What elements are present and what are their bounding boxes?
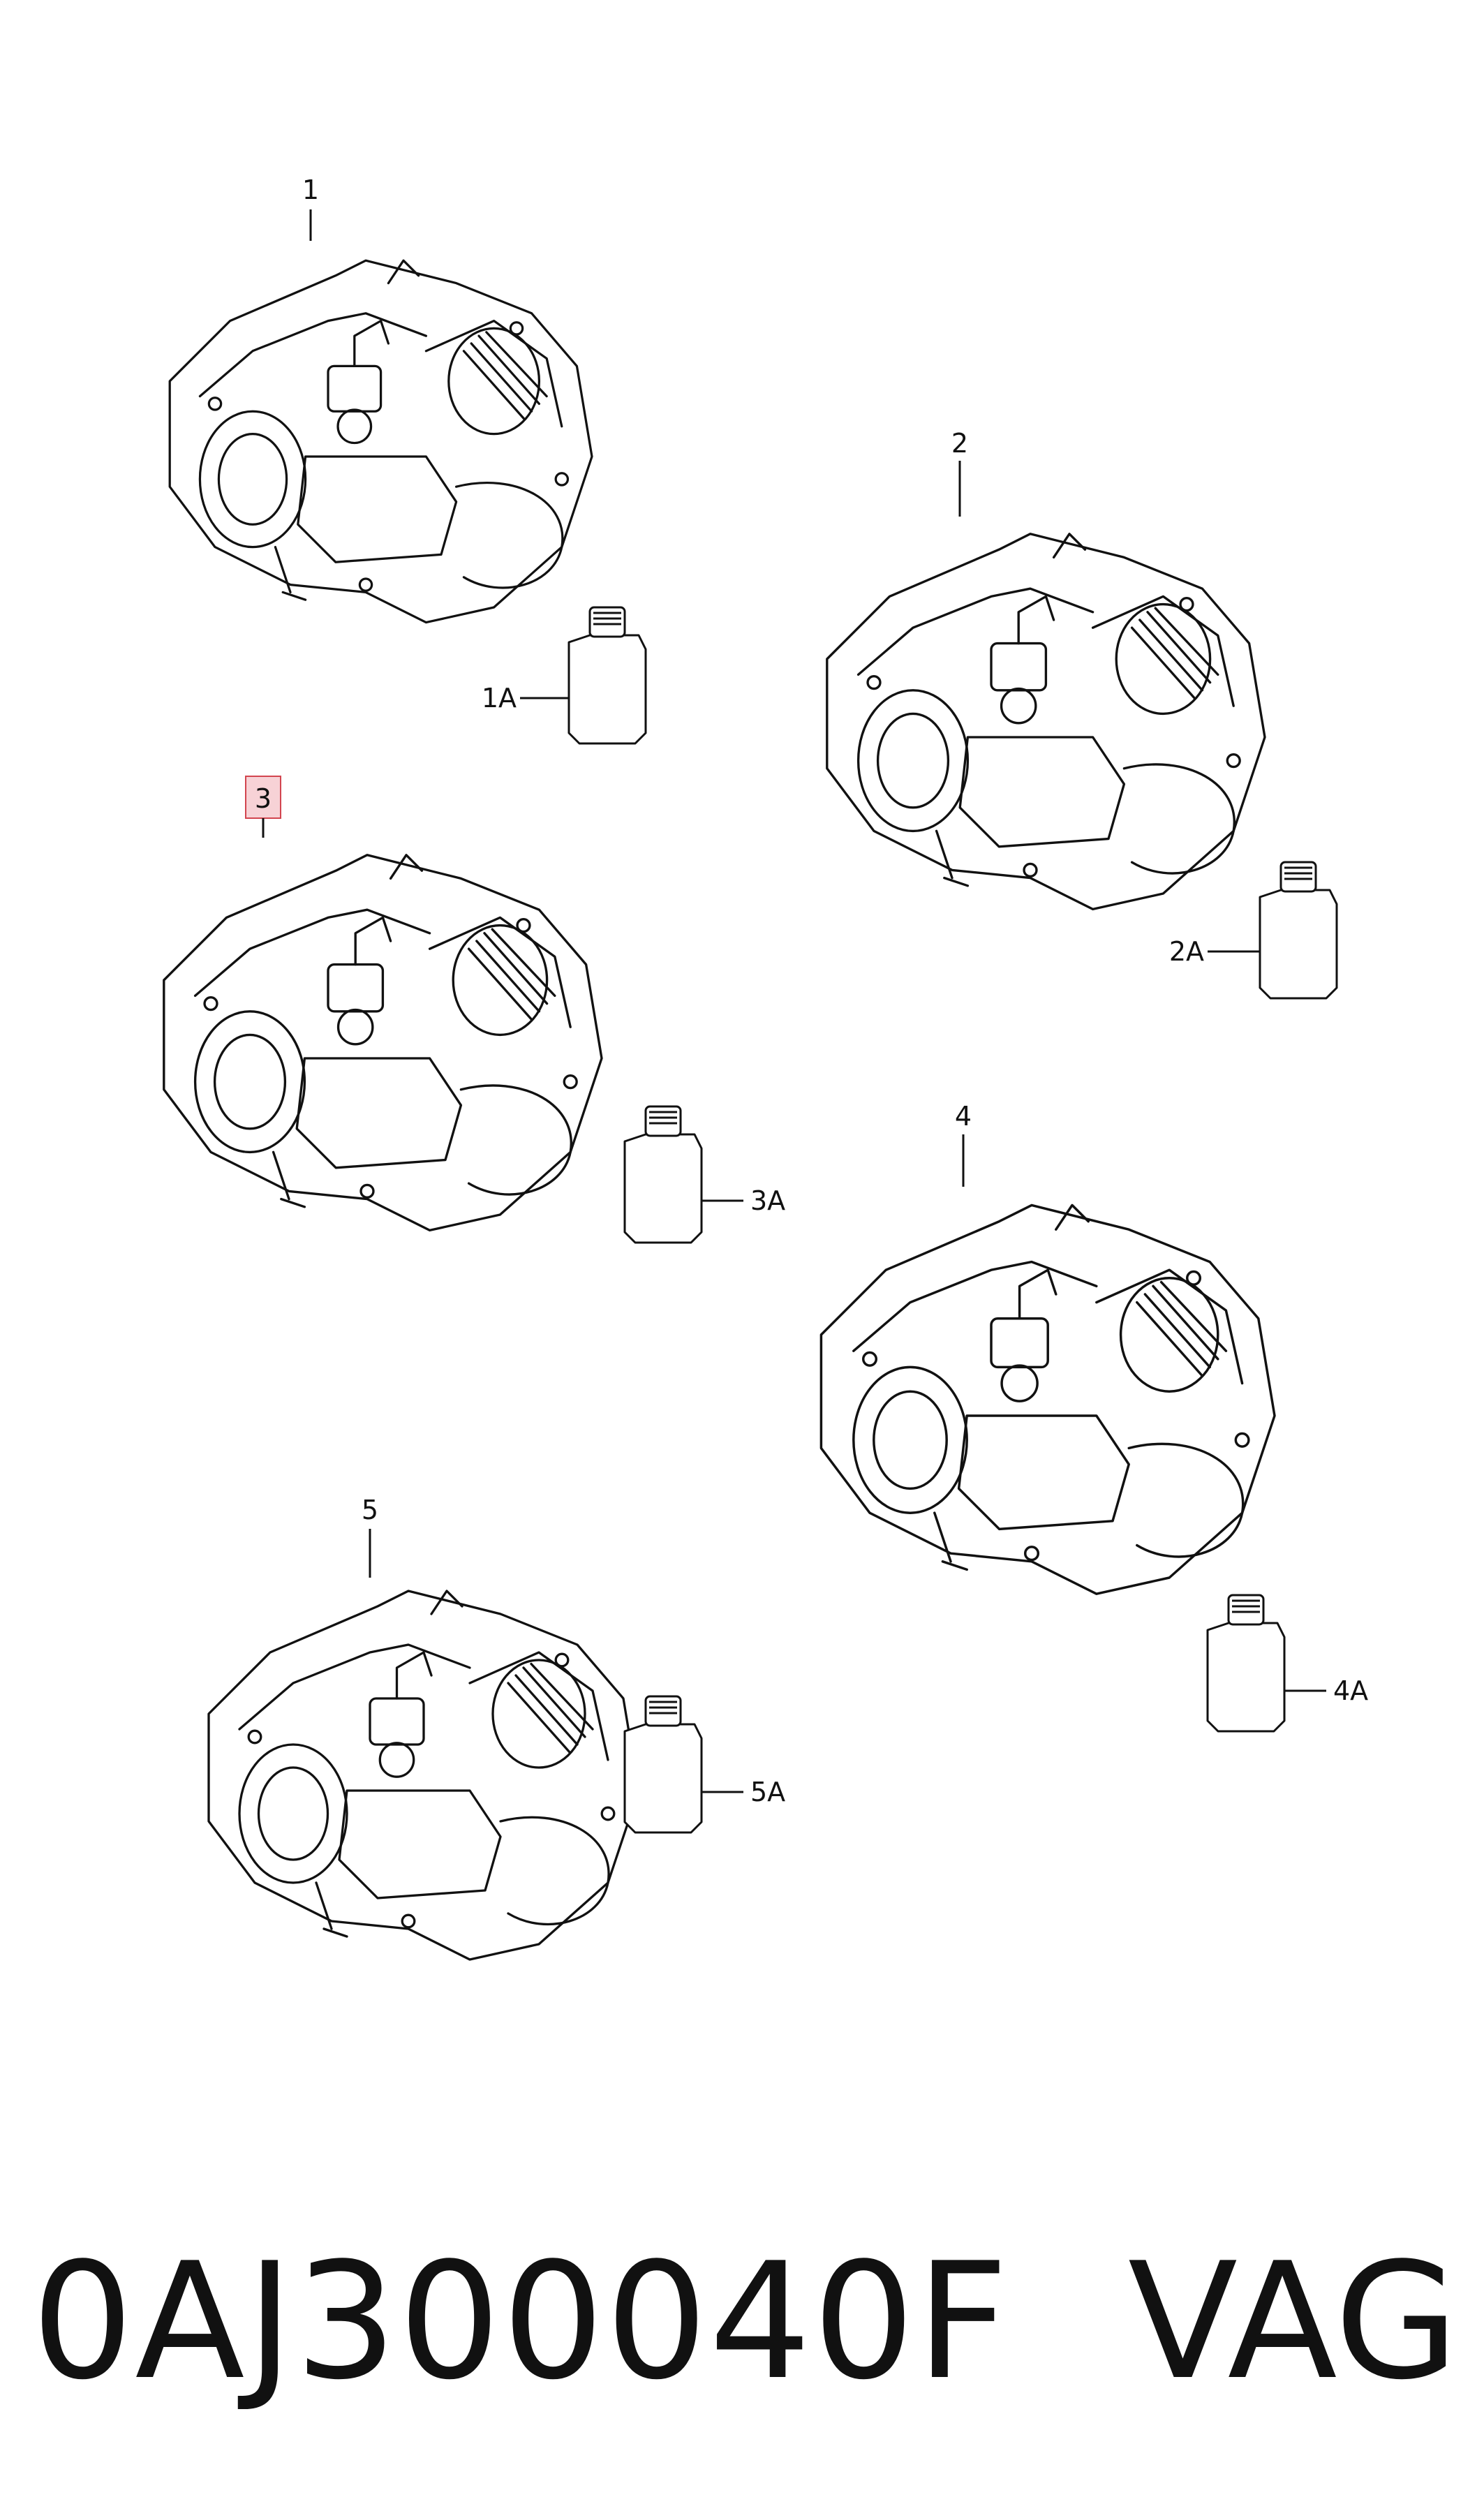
callout-3: 3 bbox=[255, 783, 272, 814]
callout-3a: 3A bbox=[750, 1185, 785, 1216]
oil-bottle-5a bbox=[623, 1695, 703, 1834]
gearbox-5-illustration bbox=[207, 1590, 640, 1961]
gearbox-1-illustration bbox=[168, 259, 593, 624]
oil-bottle-4a bbox=[1206, 1594, 1286, 1733]
callout-1: 1 bbox=[302, 175, 319, 205]
oil-bottle-2a bbox=[1259, 861, 1338, 1000]
callout-2: 2 bbox=[951, 428, 968, 459]
part-number: 0AJ300040F bbox=[31, 2229, 1010, 2415]
callout-4a: 4A bbox=[1333, 1675, 1368, 1706]
callout-5a: 5A bbox=[750, 1777, 785, 1807]
oil-bottle-3a bbox=[623, 1105, 703, 1244]
callout-5: 5 bbox=[362, 1495, 378, 1525]
gearbox-4-illustration bbox=[819, 1204, 1276, 1595]
gearbox-3-illustration bbox=[163, 854, 603, 1232]
oil-bottle-1a bbox=[567, 606, 647, 745]
callout-3-highlight bbox=[245, 776, 281, 819]
callout-2a: 2A bbox=[1169, 936, 1204, 967]
brand-name: VAG bbox=[1128, 2229, 1459, 2415]
gearbox-2-illustration bbox=[826, 533, 1266, 911]
callout-4: 4 bbox=[955, 1101, 972, 1132]
callout-1a: 1A bbox=[482, 683, 517, 713]
